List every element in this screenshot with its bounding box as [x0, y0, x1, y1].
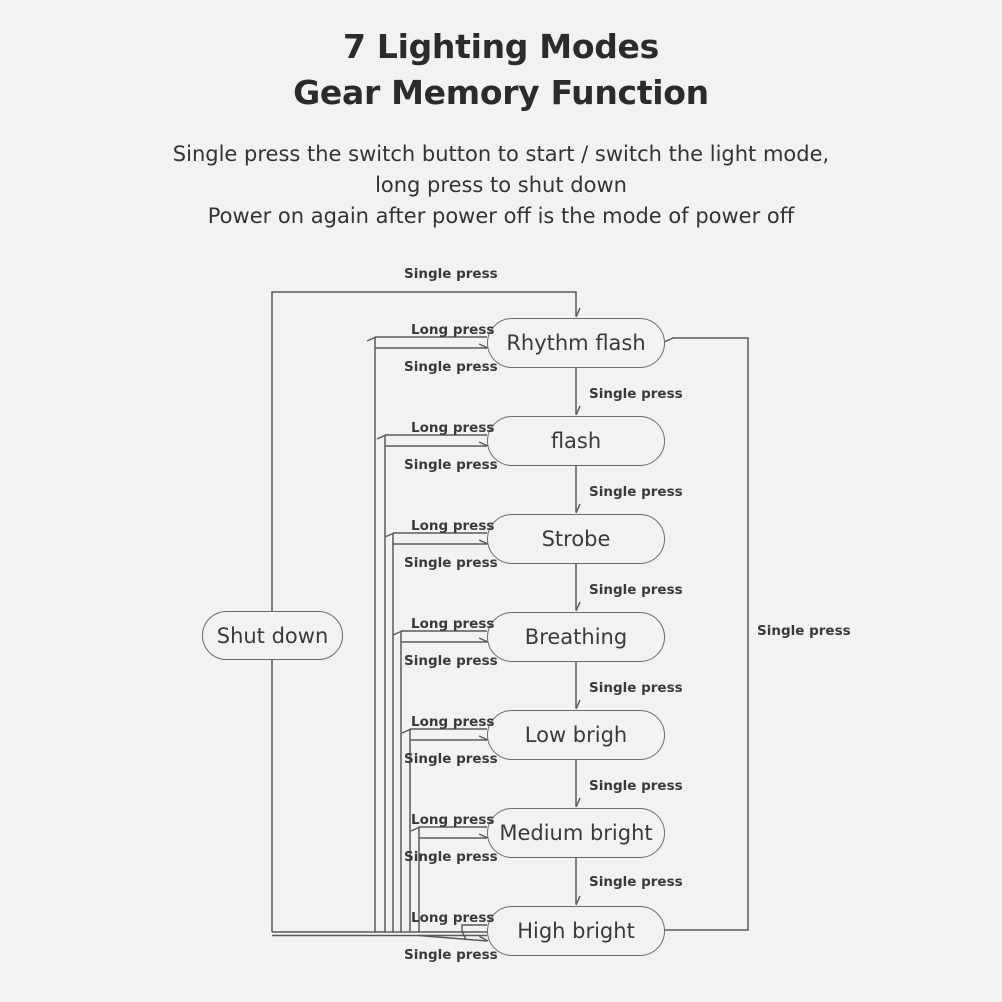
- edge-label-single-press-5: Single press: [404, 751, 498, 767]
- edge-label-single-press-2: Single press: [404, 457, 498, 473]
- edge-label-single-press-1: Single press: [404, 359, 498, 375]
- edge-label-long-press-1: Long press: [411, 322, 495, 338]
- edge-label-step-2: Single press: [589, 484, 683, 500]
- node-label: Shut down: [216, 623, 329, 648]
- node-label: flash: [550, 429, 602, 453]
- header-block: 7 Lighting Modes Gear Memory Function Si…: [0, 0, 1002, 232]
- node-label: High bright: [517, 919, 635, 943]
- node-label: Strobe: [541, 527, 611, 551]
- edge-label-long-press-4: Long press: [411, 616, 495, 632]
- node-label: Rhythm flash: [506, 331, 646, 355]
- node-medium-bright[interactable]: Medium bright: [487, 808, 665, 858]
- edge-label-wrap: Single press: [757, 623, 851, 639]
- node-strobe[interactable]: Strobe: [487, 514, 665, 564]
- edge-label-long-press-2: Long press: [411, 420, 495, 436]
- node-label: Breathing: [524, 625, 628, 649]
- edge-label-step-4: Single press: [589, 680, 683, 696]
- node-flash[interactable]: flash: [487, 416, 665, 466]
- edge-label-long-press-7: Long press: [411, 910, 495, 926]
- edge-label-single-press-7: Single press: [404, 947, 498, 963]
- edge-label-step-1: Single press: [589, 386, 683, 402]
- edge-label-step-3: Single press: [589, 582, 683, 598]
- edge-label-single-press-6: Single press: [404, 849, 498, 865]
- edge-label-step-6: Single press: [589, 874, 683, 890]
- node-low-bright[interactable]: Low brigh: [487, 710, 665, 760]
- node-label: Low brigh: [524, 723, 628, 747]
- page-title-line-1: 7 Lighting Modes: [343, 27, 659, 66]
- edge-label-start: Single press: [404, 266, 498, 282]
- edge-label-single-press-3: Single press: [404, 555, 498, 571]
- node-label: Medium bright: [499, 821, 653, 845]
- node-shut-down[interactable]: Shut down: [202, 611, 343, 660]
- subtitle-line-1: Single press the switch button to start …: [172, 142, 830, 166]
- edge-label-long-press-5: Long press: [411, 714, 495, 730]
- node-breathing[interactable]: Breathing: [487, 612, 665, 662]
- edge-label-long-press-3: Long press: [411, 518, 495, 534]
- edge-label-step-5: Single press: [589, 778, 683, 794]
- node-high-bright[interactable]: High bright: [487, 906, 665, 956]
- page-title-line-2: Gear Memory Function: [293, 73, 709, 112]
- edge-label-long-press-6: Long press: [411, 812, 495, 828]
- subtitle-line-2: long press to shut down: [375, 173, 627, 197]
- node-rhythm-flash[interactable]: Rhythm flash: [487, 318, 665, 368]
- subtitle-line-3: Power on again after power off is the mo…: [207, 204, 795, 228]
- edge-label-single-press-4: Single press: [404, 653, 498, 669]
- subtitle-block: Single press the switch button to start …: [0, 139, 1002, 232]
